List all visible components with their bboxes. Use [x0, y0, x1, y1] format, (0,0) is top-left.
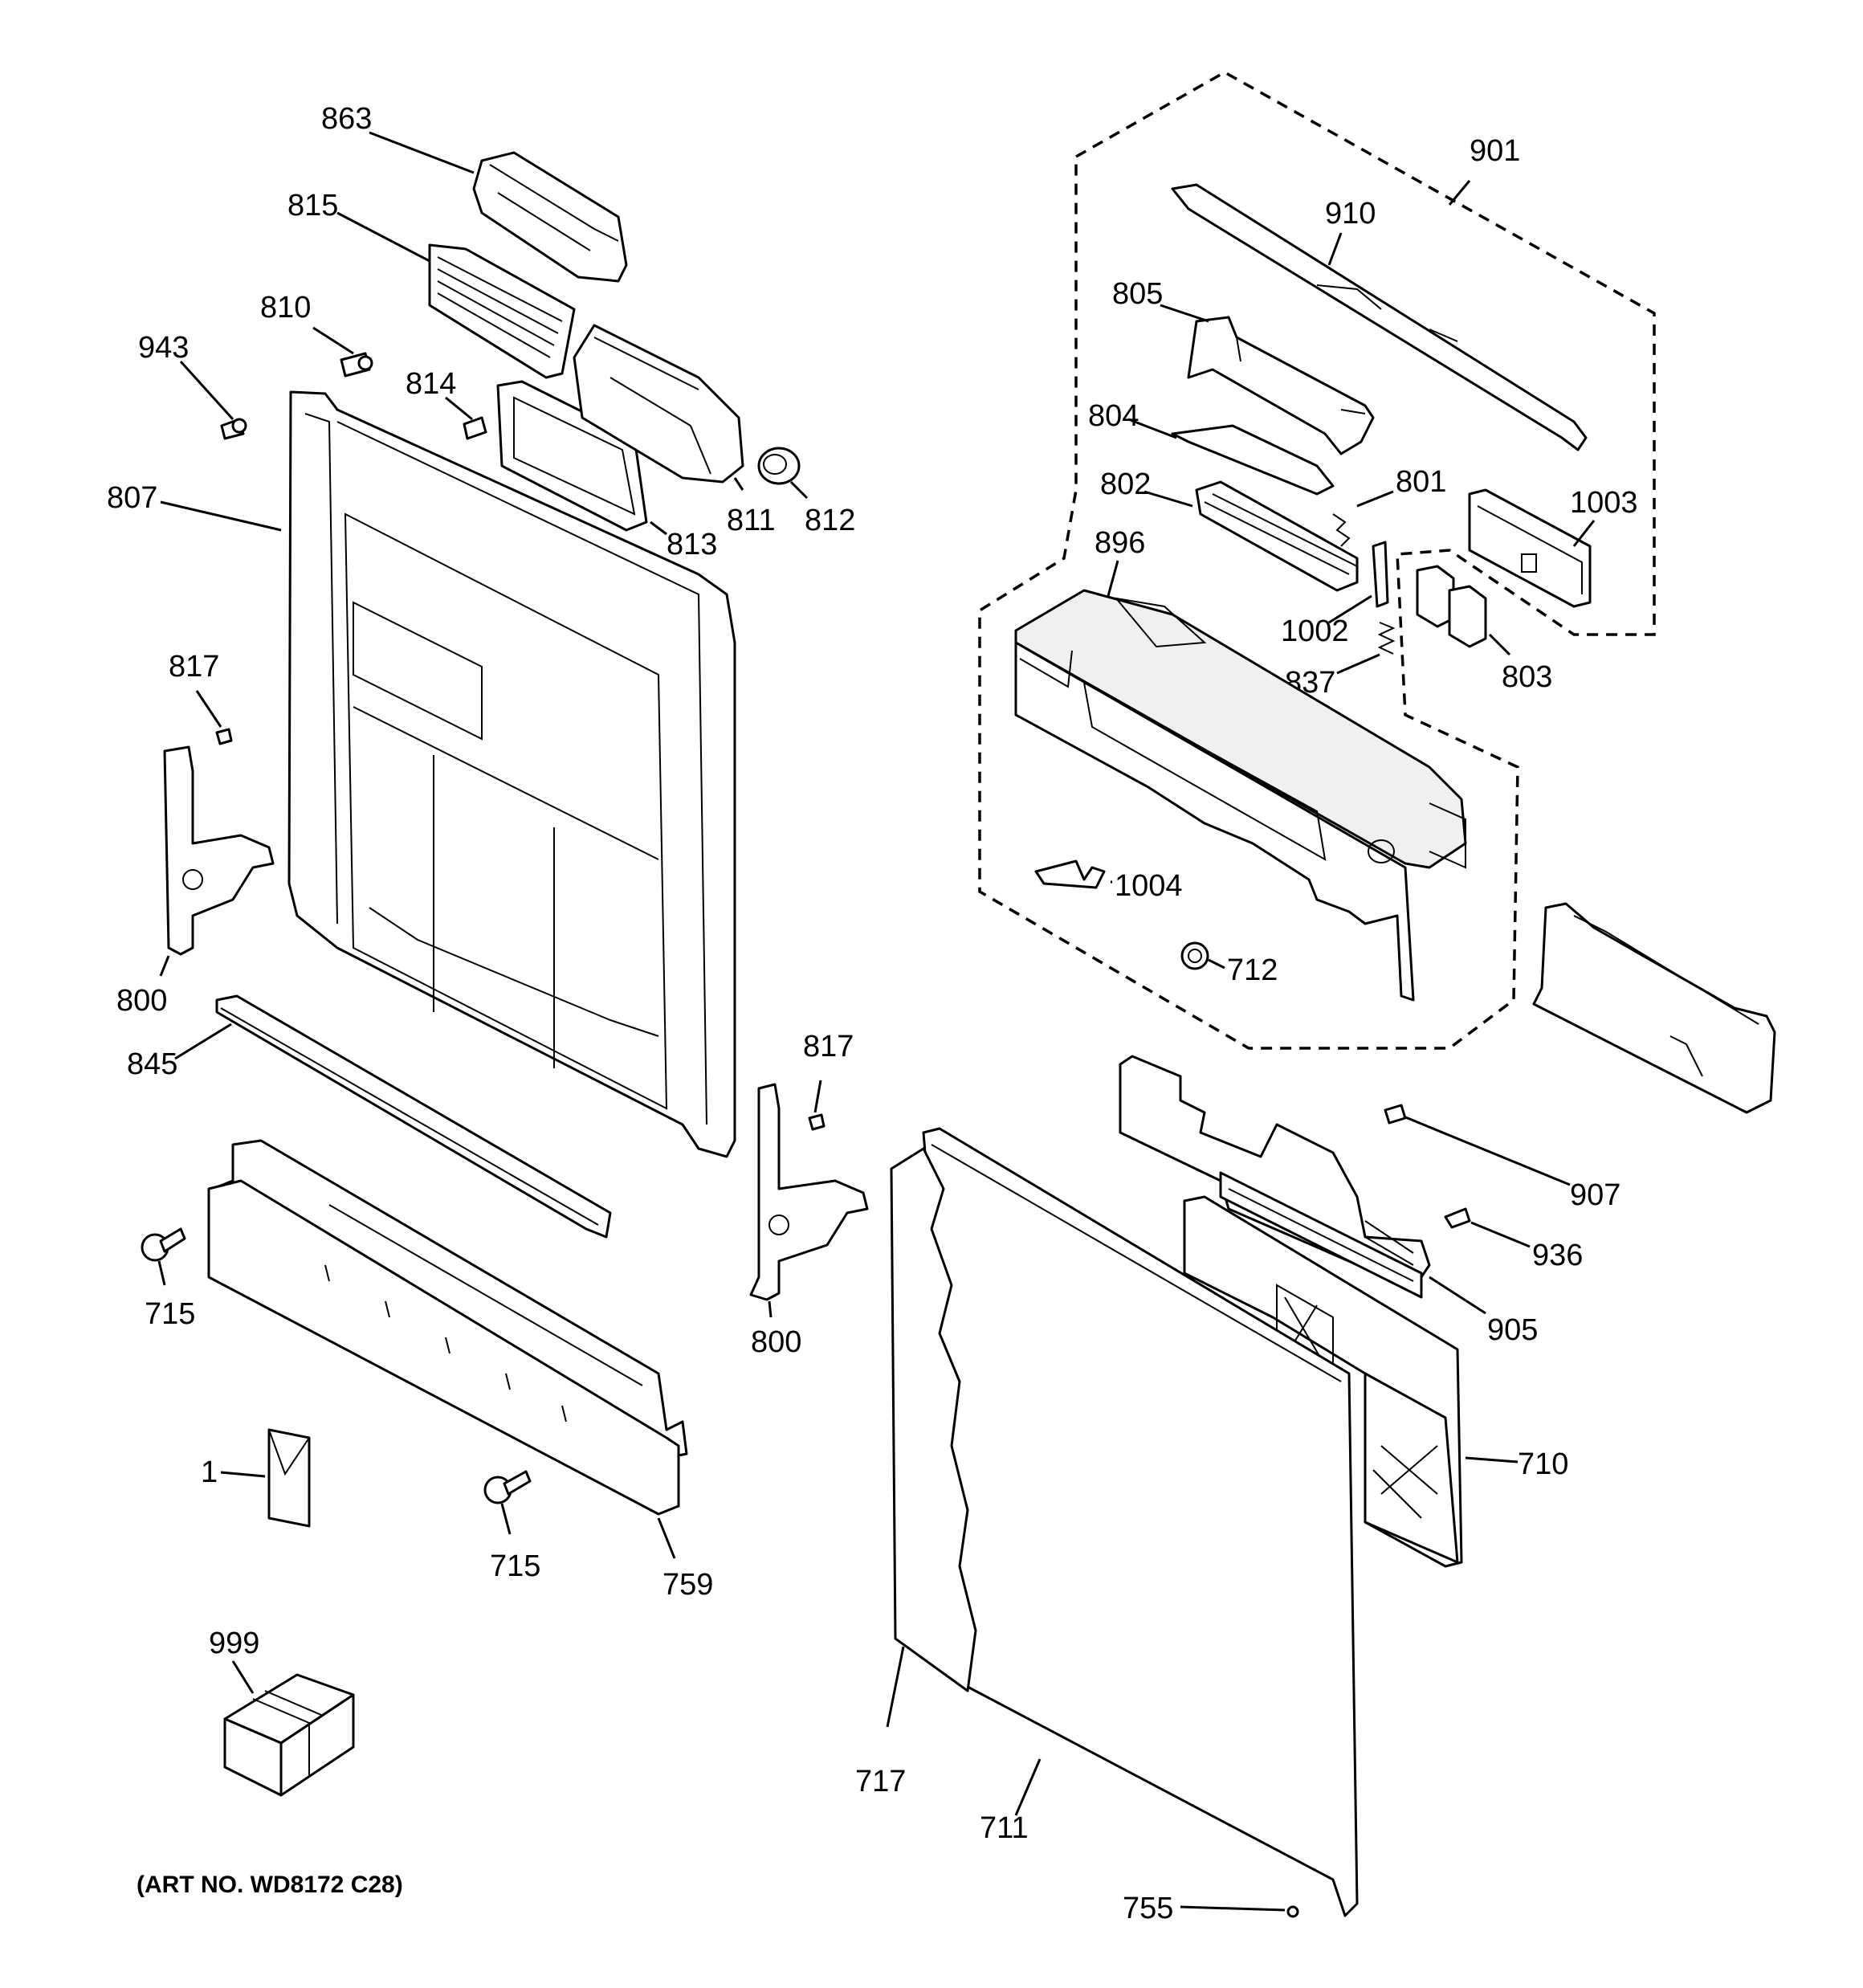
- part-813-shape: [496, 380, 648, 532]
- part-905-shape: [1119, 1055, 1431, 1299]
- callout-802: 802: [1100, 467, 1151, 501]
- callout-717: 717: [855, 1765, 906, 1798]
- callout-800a: 800: [116, 984, 167, 1018]
- assembly-901-outline: [978, 70, 1656, 1050]
- part-712-shape: [1180, 941, 1209, 970]
- part-1004-shape: [1034, 859, 1106, 889]
- callout-1004: 1004: [1115, 869, 1183, 903]
- part-1002-shape: [1372, 541, 1389, 608]
- callout-815: 815: [287, 189, 338, 222]
- callout-811: 811: [727, 504, 776, 537]
- callout-910: 910: [1325, 197, 1376, 231]
- part-804-shape: [1171, 424, 1335, 496]
- part-717-shape: [890, 1147, 977, 1692]
- part-1003-shape: [1468, 488, 1592, 608]
- callout-801: 801: [1396, 465, 1446, 499]
- part-845-shape: [215, 994, 612, 1239]
- callout-863: 863: [321, 102, 372, 136]
- callout-755: 755: [1123, 1892, 1173, 1925]
- part-810-shape: [340, 352, 373, 378]
- callout-817b: 817: [803, 1030, 854, 1063]
- part-807-shape: [287, 390, 736, 1158]
- part-755-shape: [1286, 1905, 1299, 1918]
- art-number-caption: (ART NO. WD8172 C28): [137, 1872, 403, 1898]
- callout-901: 901: [1470, 134, 1520, 168]
- part-812-shape: [757, 447, 801, 485]
- callout-817a: 817: [169, 650, 219, 684]
- callout-759: 759: [662, 1568, 713, 1602]
- part-907-shape: [1384, 1104, 1407, 1125]
- callout-805: 805: [1112, 277, 1163, 311]
- part-715b-shape: [483, 1470, 532, 1504]
- part-811-shape: [573, 324, 744, 484]
- part-801-shape: [1332, 513, 1351, 547]
- part-shield-shape: [1532, 902, 1776, 1114]
- callout-1: 1: [201, 1455, 218, 1489]
- callout-1003: 1003: [1570, 486, 1638, 520]
- part-802-shape: [1195, 480, 1359, 592]
- callout-1002: 1002: [1281, 614, 1349, 648]
- callout-812: 812: [805, 504, 855, 537]
- part-800a-shape: [163, 745, 275, 956]
- part-1-shape: [267, 1428, 311, 1528]
- part-863-shape: [472, 151, 628, 283]
- part-837-shape: [1377, 622, 1396, 655]
- callout-715a: 715: [145, 1297, 195, 1331]
- part-943-shape: [220, 418, 247, 440]
- callout-813: 813: [667, 528, 717, 561]
- callout-715b: 715: [490, 1549, 540, 1583]
- part-803-shape: [1416, 565, 1487, 648]
- part-936-shape: [1444, 1207, 1471, 1229]
- callout-807: 807: [107, 481, 157, 515]
- part-896-shape: [1014, 589, 1467, 1002]
- callout-896: 896: [1095, 526, 1145, 560]
- part-715a-shape: [141, 1227, 186, 1262]
- callout-800b: 800: [751, 1325, 801, 1359]
- callout-804: 804: [1088, 399, 1139, 433]
- callout-845: 845: [127, 1047, 177, 1081]
- callout-907: 907: [1570, 1178, 1620, 1212]
- part-759-shape: [207, 1139, 688, 1516]
- part-711-shape: [922, 1127, 1359, 1917]
- callout-814: 814: [406, 367, 456, 401]
- part-817a-shape: [215, 728, 233, 745]
- part-815-shape: [428, 243, 576, 379]
- callout-936: 936: [1532, 1239, 1583, 1272]
- callout-803: 803: [1502, 660, 1552, 694]
- part-999-shape: [223, 1673, 355, 1797]
- callout-710: 710: [1518, 1447, 1568, 1481]
- part-805-shape: [1187, 316, 1375, 455]
- part-814-shape: [463, 416, 487, 440]
- callout-712: 712: [1227, 953, 1278, 987]
- part-910-shape: [1171, 183, 1588, 451]
- callout-711: 711: [980, 1811, 1029, 1845]
- part-800b-shape: [749, 1083, 869, 1301]
- callout-943: 943: [138, 331, 189, 365]
- callout-810: 810: [260, 291, 311, 325]
- callout-999: 999: [209, 1627, 259, 1660]
- callout-905: 905: [1487, 1313, 1538, 1347]
- part-817b-shape: [808, 1113, 826, 1131]
- part-710-shape: [1183, 1195, 1463, 1568]
